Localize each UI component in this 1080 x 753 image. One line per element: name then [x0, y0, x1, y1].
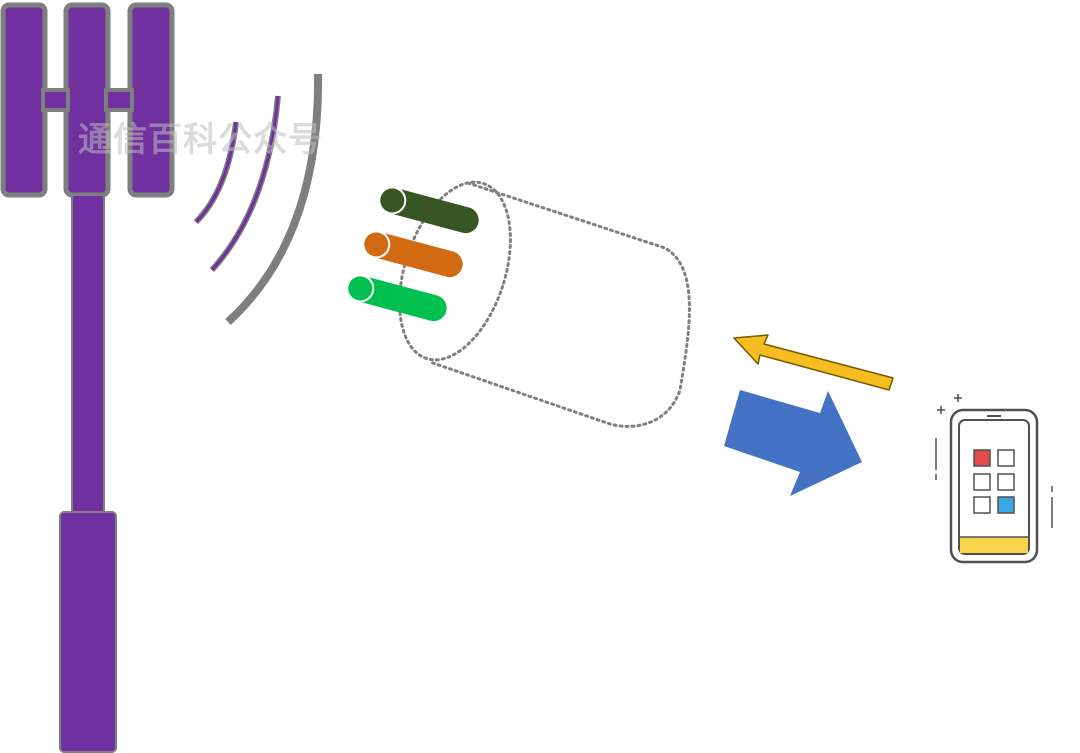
- radio-wave-outer: [225, 73, 323, 325]
- uplink-arrow: [733, 334, 894, 391]
- beam-orange: [362, 230, 463, 278]
- app-icon-blue: [997, 496, 1015, 514]
- sparkle-icon: [935, 394, 1053, 528]
- antenna-panel-middle: [63, 2, 111, 198]
- app-icon: [997, 449, 1015, 467]
- downlink-arrow: [724, 390, 862, 496]
- radio-waves-icon: [193, 73, 323, 325]
- antenna-panel-left: [0, 2, 48, 198]
- antenna-connector-left: [41, 88, 70, 112]
- beam-dark-green: [378, 186, 479, 234]
- tower-pole-upper: [71, 194, 105, 521]
- tower-pole-lower: [59, 511, 117, 753]
- app-icon: [997, 473, 1015, 491]
- beam-green: [346, 274, 447, 322]
- app-icon: [973, 473, 991, 491]
- app-icon: [973, 496, 991, 514]
- radio-wave-inner: [193, 121, 239, 225]
- smartphone-icon: [935, 394, 1053, 564]
- antenna-connector-right: [104, 88, 134, 112]
- phone-bottom-bar: [960, 537, 1028, 553]
- cylinder-body: [428, 181, 691, 428]
- app-icon-red: [973, 449, 991, 467]
- app-grid: [973, 449, 1015, 514]
- base-station-tower-icon: [0, 2, 175, 753]
- antenna-panel-right: [127, 2, 175, 198]
- phone-screen: [958, 419, 1030, 555]
